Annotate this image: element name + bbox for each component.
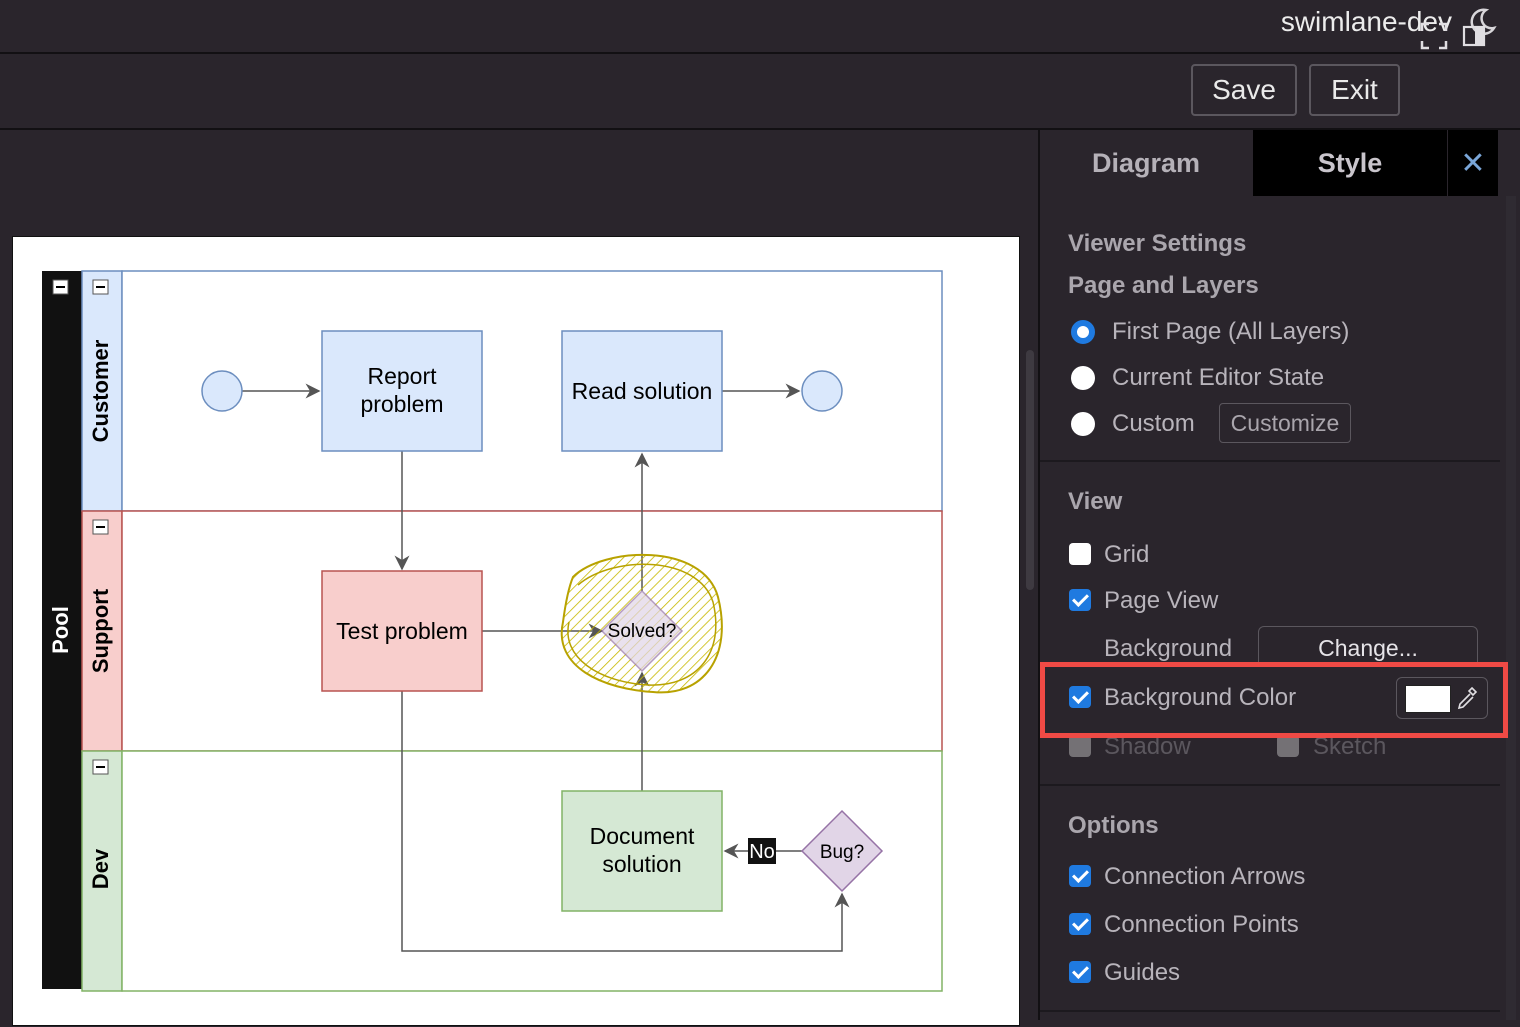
node-test-problem[interactable]: Test problem <box>321 570 483 692</box>
connection-points-checkbox[interactable] <box>1069 913 1091 935</box>
canvas-scrollbar[interactable] <box>1026 350 1034 590</box>
view-title: View <box>1068 488 1123 515</box>
svg-text:Solved?: Solved? <box>608 621 677 642</box>
customize-button[interactable]: Customize <box>1219 403 1351 443</box>
radio-label-first-page[interactable]: First Page (All Layers) <box>1112 318 1350 345</box>
radio-first-page[interactable] <box>1071 320 1095 344</box>
diagram-page[interactable]: Pool Customer Support Dev <box>12 236 1020 1026</box>
fullscreen-icon[interactable] <box>1420 22 1448 50</box>
node-report-problem[interactable]: Report problem <box>321 330 483 452</box>
radio-label-current-editor-state[interactable]: Current Editor State <box>1112 364 1325 391</box>
node-document-solution[interactable]: Document solution <box>561 790 723 912</box>
section-divider <box>1040 1010 1500 1012</box>
lane-label-support: Support <box>88 588 113 673</box>
options-title: Options <box>1068 812 1159 839</box>
tab-style[interactable]: Style <box>1253 130 1447 196</box>
format-panel <box>1038 130 1520 1020</box>
page-view-label[interactable]: Page View <box>1104 587 1219 614</box>
pool-label: Pool <box>48 606 73 654</box>
svg-text:No: No <box>749 841 775 863</box>
node-bug-decision[interactable]: Bug? <box>800 809 884 893</box>
title-bar <box>0 0 1520 54</box>
moon-icon[interactable] <box>1466 6 1498 38</box>
end-event[interactable] <box>801 370 843 412</box>
guides-label[interactable]: Guides <box>1104 959 1181 986</box>
pool-header[interactable] <box>42 271 82 989</box>
background-color-label[interactable]: Background Color <box>1104 684 1297 711</box>
svg-text:Report: Report <box>367 363 437 389</box>
background-color-checkbox[interactable] <box>1069 686 1091 708</box>
connection-points-label[interactable]: Connection Points <box>1104 911 1299 938</box>
start-event[interactable] <box>201 370 243 412</box>
svg-text:Bug?: Bug? <box>820 842 864 863</box>
svg-text:Document: Document <box>590 823 695 849</box>
background-label: Background <box>1104 635 1233 662</box>
exit-button[interactable]: Exit <box>1309 64 1400 116</box>
section-divider <box>1040 460 1500 462</box>
connection-arrows-label[interactable]: Connection Arrows <box>1104 863 1306 890</box>
node-read-solution[interactable]: Read solution <box>561 330 723 452</box>
format-panel-toggle-icon[interactable] <box>1462 24 1486 48</box>
edge-label-no: No <box>748 838 776 864</box>
viewer-settings-title: Viewer Settings <box>1068 230 1247 257</box>
background-color-swatch[interactable] <box>1405 685 1451 713</box>
eyedropper-icon[interactable] <box>1456 686 1478 710</box>
background-color-picker[interactable] <box>1396 677 1488 719</box>
node-solved-decision[interactable]: Solved? <box>560 553 723 694</box>
grid-checkbox[interactable] <box>1069 543 1091 565</box>
radio-custom[interactable] <box>1071 412 1095 436</box>
lane-label-customer: Customer <box>88 339 113 442</box>
toolbar: Save Exit <box>0 54 1520 130</box>
app-title: swimlane-dev <box>1280 6 1452 37</box>
panel-scrollbar[interactable] <box>1506 196 1516 1020</box>
connection-arrows-checkbox[interactable] <box>1069 865 1091 887</box>
svg-text:Read solution: Read solution <box>572 378 713 404</box>
swimlane-diagram[interactable]: Pool Customer Support Dev <box>13 237 1021 1027</box>
tab-diagram[interactable]: Diagram <box>1040 130 1252 196</box>
page-view-checkbox[interactable] <box>1069 589 1091 611</box>
lane-label-dev: Dev <box>88 848 113 889</box>
svg-text:problem: problem <box>360 391 443 417</box>
page-layers-title: Page and Layers <box>1068 272 1259 299</box>
sketch-checkbox[interactable] <box>1277 735 1299 757</box>
section-divider <box>1040 784 1500 786</box>
close-panel-button[interactable]: ✕ <box>1448 130 1498 196</box>
svg-text:Test problem: Test problem <box>336 618 468 644</box>
radio-label-custom[interactable]: Custom <box>1112 410 1195 437</box>
grid-label[interactable]: Grid <box>1104 541 1150 568</box>
radio-current-editor-state[interactable] <box>1071 366 1095 390</box>
lane-dev[interactable]: Dev <box>81 750 943 992</box>
save-button[interactable]: Save <box>1191 64 1297 116</box>
svg-text:solution: solution <box>602 851 681 877</box>
shadow-checkbox[interactable] <box>1069 735 1091 757</box>
edge-test-bug <box>401 691 850 952</box>
guides-checkbox[interactable] <box>1069 961 1091 983</box>
